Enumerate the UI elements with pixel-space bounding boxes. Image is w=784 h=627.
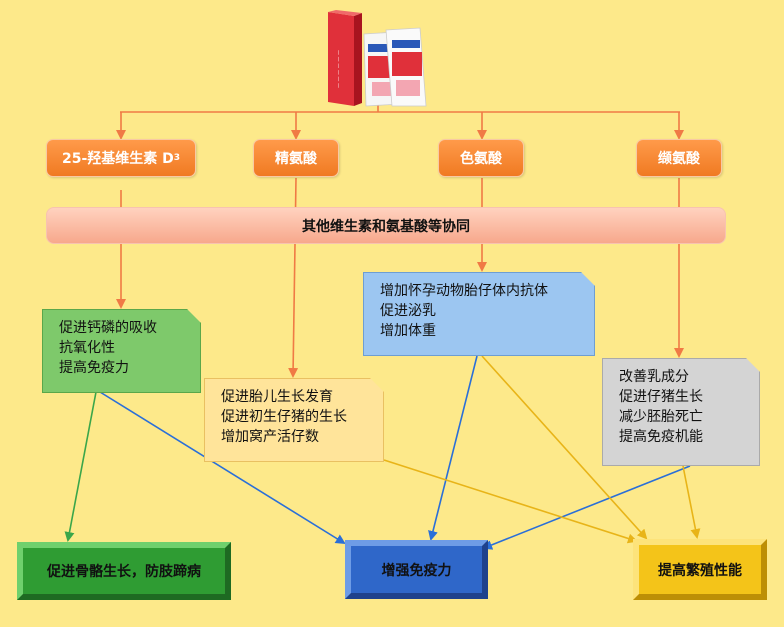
outcome-bone-growth-label: 促进骨骼生长，防肢蹄病: [47, 564, 201, 580]
outcome-reproduction-label: 提高繁殖性能: [658, 562, 742, 579]
effect-item: 促进泌乳: [380, 303, 436, 319]
synergy-label: 其他维生素和氨基酸等协同: [302, 218, 470, 235]
outcome-immunity-label: 增强免疫力: [381, 562, 452, 579]
effect-item: 促进钙磷的吸收: [59, 320, 157, 336]
outcome-reproduction: 提高繁殖性能: [633, 539, 767, 600]
effect-item: 改善乳成分: [619, 369, 689, 385]
effect-item: 抗氧化性: [59, 340, 115, 356]
outcome-bone-growth: 促进骨骼生长，防肢蹄病: [17, 542, 231, 600]
effect-box-tryptophan: 增加怀孕动物胎仔体内抗体 促进泌乳 增加体重: [363, 272, 595, 356]
effect-box-arginine: 促进胎儿生长发育 促进初生仔猪的生长 增加窝产活仔数: [204, 378, 384, 462]
nutrient-arginine-label: 精氨酸: [275, 151, 317, 167]
nutrient-arginine: 精氨酸: [253, 139, 339, 177]
nutrient-tryptophan: 色氨酸: [438, 139, 524, 177]
outcome-immunity: 增强免疫力: [345, 540, 488, 599]
arrow-valine-immunity: [482, 465, 691, 550]
effect-item: 增加体重: [380, 323, 436, 339]
effect-item: 增加窝产活仔数: [221, 429, 319, 445]
arrow-arginine-reproduction: [383, 459, 638, 544]
nutrient-valine-label: 缬氨酸: [658, 151, 700, 167]
arrow-vitd-bone: [64, 391, 97, 542]
effect-box-vitamin-d3: 促进钙磷的吸收 抗氧化性 提高免疫力: [42, 309, 201, 393]
effect-item: 促进初生仔猪的生长: [221, 409, 347, 425]
effect-box-valine: 改善乳成分 促进仔猪生长 减少胚胎死亡 提高免疫机能: [602, 358, 760, 466]
effect-item: 减少胚胎死亡: [619, 409, 703, 425]
effect-item: 提高免疫力: [59, 360, 129, 376]
arrow-vitd-immunity: [99, 391, 346, 545]
nutrient-valine: 缬氨酸: [636, 139, 722, 177]
effect-item: 提高免疫机能: [619, 429, 703, 445]
effect-item: 增加怀孕动物胎仔体内抗体: [380, 283, 548, 299]
svg-text:— — — — — —: — — — — — —: [336, 50, 342, 88]
product-package-image: — — — — — —: [328, 10, 427, 107]
effect-item: 促进仔猪生长: [619, 389, 703, 405]
arrow-valine-reproduction: [682, 465, 701, 539]
nutrient-vitamin-d3-subscript: 3: [173, 153, 181, 163]
nutrient-tryptophan-label: 色氨酸: [460, 151, 502, 167]
effect-item: 促进胎儿生长发育: [221, 389, 333, 405]
arrow-tryptophan-immunity: [428, 355, 478, 541]
arrow-tryptophan-reproduction: [481, 355, 648, 540]
synergy-bar: 其他维生素和氨基酸等协同: [46, 207, 726, 244]
nutrient-vitamin-d3-label: 25-羟基维生素 D: [61, 151, 174, 167]
